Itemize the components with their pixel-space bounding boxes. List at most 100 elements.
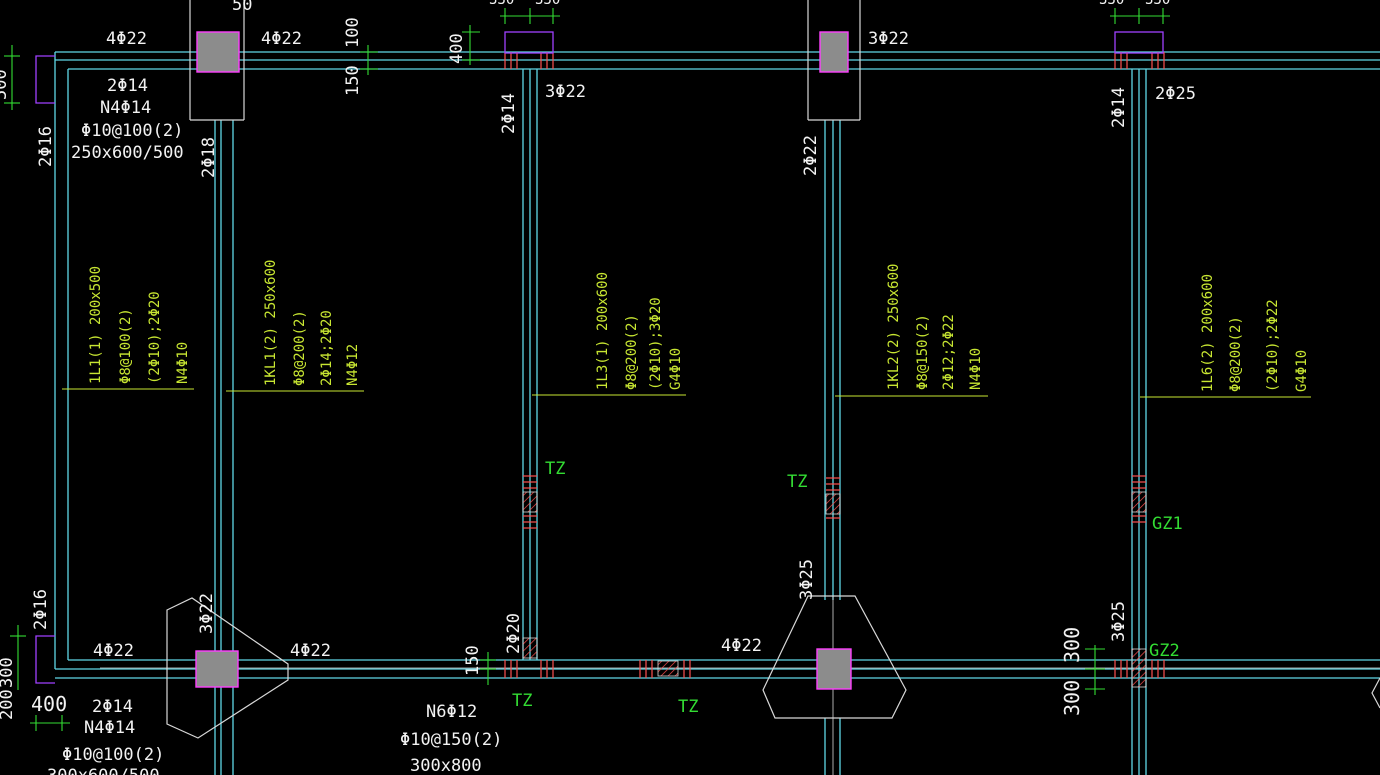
dim-300-b: 300	[1060, 680, 1084, 716]
tz-stub-4	[657, 660, 679, 677]
gz2-stub	[1131, 648, 1147, 688]
bottom-rebar-a: 4Φ22	[93, 641, 134, 661]
column-b2[interactable]	[195, 650, 239, 688]
spec-1l1-line-2: Φ8@100(2)	[118, 308, 134, 384]
vertical-2phi14-a: 2Φ14	[499, 93, 519, 134]
mark-tz-3[interactable]: TZ	[512, 691, 532, 711]
dim-330-d: 330	[1145, 0, 1170, 8]
vertical-2phi16-bottom: 2Φ16	[31, 589, 51, 630]
spec-1kl2-line-1: 1KL2(2) 250x600	[886, 264, 902, 390]
bm-note-line-3: 300x800	[410, 756, 482, 775]
spec-1l6-line-1: 1L6(2) 200x600	[1200, 274, 1216, 392]
spec-1kl2-line-3: 2Φ12;2Φ22	[941, 314, 957, 390]
left-note-line-1: 2Φ14	[107, 76, 148, 96]
tz-stub-1	[522, 491, 538, 513]
hatched-columns	[522, 491, 1147, 688]
left-note-line-4: 250x600/500	[71, 143, 184, 163]
side-3phi22: 3Φ22	[545, 82, 586, 102]
vertical-3phi25-a: 3Φ25	[797, 559, 817, 600]
beam-spec-1L6[interactable]: 1L6(2) 200x600 Φ8@200(2) (2Φ10);2Φ22 G4Φ…	[1200, 274, 1310, 392]
spec-1l1-line-1: 1L1(1) 200x500	[88, 266, 104, 384]
spec-1l6-line-3: (2Φ10);2Φ22	[1265, 299, 1281, 392]
mark-tz-4[interactable]: TZ	[678, 697, 698, 717]
vertical-3phi25-b: 3Φ25	[1109, 601, 1129, 642]
beam-spec-1KL2[interactable]: 1KL2(2) 250x600 Φ8@150(2) 2Φ12;2Φ22 N4Φ1…	[886, 264, 984, 390]
axis-lines	[100, 596, 1380, 775]
left-beam-note: 2Φ14 N4Φ14 Φ10@100(2) 250x600/500	[71, 76, 184, 163]
columns	[195, 31, 852, 690]
mark-gz2[interactable]: GZ2	[1149, 641, 1180, 661]
vertical-2phi18: 2Φ18	[199, 137, 219, 178]
dim-100: 100	[343, 17, 363, 48]
beam-spec-1L1[interactable]: 1L1(1) 200x500 Φ8@100(2) (2Φ10);2Φ20 N4Φ…	[88, 266, 191, 384]
bl-note-line-3: Φ10@100(2)	[62, 745, 164, 765]
vertical-2phi14-b: 2Φ14	[1109, 87, 1129, 128]
column-outlines	[166, 0, 1380, 739]
dim-500-left: 500	[0, 69, 11, 100]
spec-1kl2-line-2: Φ8@150(2)	[915, 314, 931, 390]
dim-200-left: 200	[0, 689, 17, 720]
leader-lines	[62, 388, 1311, 398]
column-a4[interactable]	[819, 31, 849, 73]
bl-note-line-4: 300x600/500	[47, 766, 160, 775]
mark-tz-2[interactable]: TZ	[787, 472, 807, 492]
pile-cap-left	[166, 597, 289, 739]
spec-1l6-line-2: Φ8@200(2)	[1228, 316, 1244, 392]
column-marks: TZ TZ GZ1 TZ TZ GZ2	[512, 459, 1183, 717]
wall-end-brackets	[35, 31, 1164, 684]
spec-1l3-line-4: G4Φ10	[668, 348, 684, 390]
column-a1[interactable]	[196, 31, 240, 73]
dim-300-c: 300	[0, 657, 17, 688]
beam-lines	[54, 51, 1380, 775]
vertical-2phi20: 2Φ20	[504, 613, 524, 654]
left-note-line-3: Φ10@100(2)	[81, 121, 183, 141]
spec-1l1-line-3: (2Φ10);2Φ20	[147, 291, 163, 384]
spec-1l1-line-4: N4Φ10	[175, 342, 191, 384]
bottom-mid-beam-note: N6Φ12 Φ10@150(2) 300x800	[400, 702, 502, 775]
mark-tz-1[interactable]: TZ	[545, 459, 565, 479]
dim-300-a: 300	[1060, 627, 1084, 663]
stirrup-ticks	[504, 52, 1165, 678]
dim-330-c: 330	[1099, 0, 1124, 8]
tz-stub-2	[825, 493, 841, 515]
left-note-line-2: N4Φ14	[100, 98, 151, 118]
bottom-left-beam-note: 2Φ14 N4Φ14 Φ10@100(2) 300x600/500	[47, 697, 164, 775]
spec-1l3-line-2: Φ8@200(2)	[624, 314, 640, 390]
dim-330-b: 330	[535, 0, 560, 8]
bottom-labels: 4Φ22 4Φ22 4Φ22 150 400 300 300 300 200	[0, 627, 1084, 720]
gz1-stub	[1131, 491, 1147, 513]
beam-spec-1L3[interactable]: 1L3(1) 200x600 Φ8@200(2) (2Φ10);3Φ20 G4Φ…	[595, 272, 684, 390]
vertical-rebar-labels: 2Φ16 2Φ18 2Φ14 3Φ22 2Φ22 2Φ14 2Φ25 2Φ16 …	[31, 82, 1196, 654]
bl-note-line-1: 2Φ14	[92, 697, 133, 717]
dim-330-a: 330	[489, 0, 514, 8]
spec-1l3-line-3: (2Φ10);3Φ20	[648, 297, 664, 390]
bottom-rebar-c: 4Φ22	[721, 636, 762, 656]
bottom-rebar-b: 4Φ22	[290, 641, 331, 661]
top-rebar-col3: 3Φ22	[868, 29, 909, 49]
top-labels: 4Φ22 4Φ22 3Φ22 50 330 330 330 330 100 15…	[0, 0, 1170, 100]
spec-1kl1-line-2: Φ8@200(2)	[292, 310, 308, 386]
dim-50: 50	[232, 0, 252, 15]
spec-1kl1-line-4: N4Φ12	[345, 344, 361, 386]
tz-stub-3	[522, 637, 538, 659]
vertical-2phi16-top: 2Φ16	[36, 126, 56, 167]
dim-150-bottom: 150	[463, 645, 483, 676]
dim-150-top: 150	[343, 65, 363, 96]
spec-1kl1-line-1: 1KL1(2) 250x600	[263, 260, 279, 386]
mark-gz1[interactable]: GZ1	[1152, 514, 1183, 534]
top-rebar-col2: 4Φ22	[261, 29, 302, 49]
bl-note-line-2: N4Φ14	[84, 718, 135, 738]
beam-spec-1KL1[interactable]: 1KL1(2) 250x600 Φ8@200(2) 2Φ14;2Φ20 N4Φ1…	[263, 260, 361, 386]
bm-note-line-2: Φ10@150(2)	[400, 730, 502, 750]
pile-cap-center	[762, 595, 907, 719]
dim-400-bottom: 400	[31, 692, 67, 716]
spec-1l6-line-4: G4Φ10	[1294, 350, 1310, 392]
top-rebar-left: 4Φ22	[106, 29, 147, 49]
column-b4[interactable]	[816, 648, 852, 690]
side-2phi25: 2Φ25	[1155, 84, 1196, 104]
dimension-ticks	[4, 8, 1170, 731]
bm-note-line-1: N6Φ12	[426, 702, 477, 722]
vertical-3phi22-col: 3Φ22	[197, 593, 217, 634]
spec-1l3-line-1: 1L3(1) 200x600	[595, 272, 611, 390]
